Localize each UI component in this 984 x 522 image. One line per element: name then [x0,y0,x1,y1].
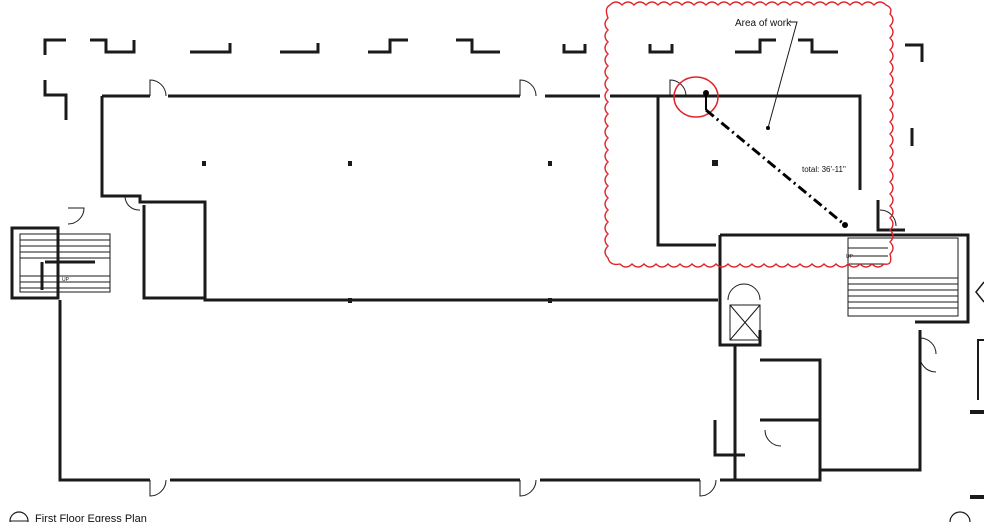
measure-end-point [842,222,848,228]
stair-east [847,237,959,317]
callout-leader [767,21,798,129]
total-distance-label: total: 36'-11" [802,165,846,174]
revision-cloud [604,1,894,268]
elevator [729,304,761,341]
door-swings [67,79,937,497]
stair-west [19,233,111,293]
building-walls [10,94,970,482]
origin-highlight-circle [673,76,719,118]
columns [202,160,718,303]
drawing-title: First Floor Egress Plan [35,513,147,522]
right-edge-fragments [949,281,984,522]
callout-leader-dot [766,126,770,130]
area-of-work-callout: Area of work [735,18,792,29]
stair-up-label-west: UP [62,277,70,283]
exterior-pilasters [43,38,924,146]
stair-up-label-east: UP [846,254,854,260]
